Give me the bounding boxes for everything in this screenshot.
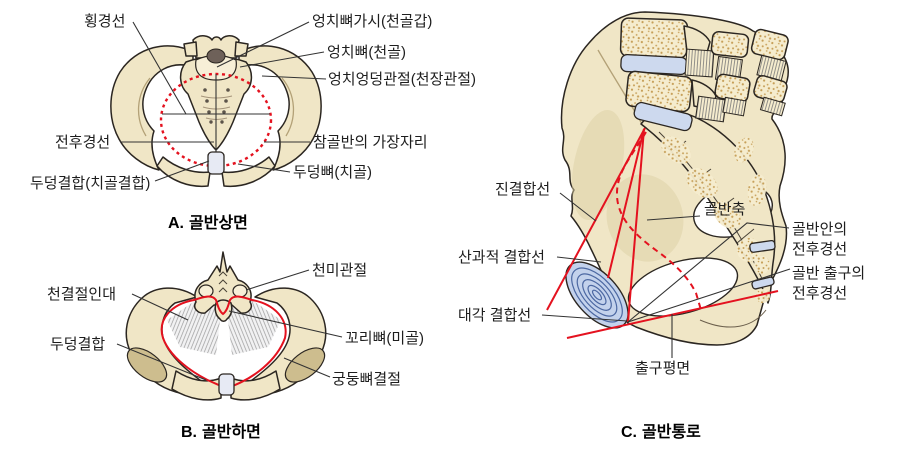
right-ischial-tuberosity: [284, 347, 326, 383]
label-pubic-symphysis-b: 두덩결합: [50, 336, 106, 353]
label-sacroiliac-joint: 엉치엉덩관절(천장관절): [328, 71, 476, 88]
intervertebral-disc-1: [620, 53, 688, 76]
pubic-symphysis-block-b: [218, 373, 235, 396]
label-ap-inside-line2: 전후경선: [792, 240, 848, 258]
label-ischial-tuberosity: 궁둥뼈결절: [332, 371, 402, 388]
label-coccyx: 꼬리뼈(미골): [345, 330, 424, 347]
label-outlet-plane: 출구평면: [635, 360, 691, 377]
caption-panel-b: B.골반하면: [181, 424, 261, 441]
sacrococcygeal-disc-1: [749, 239, 776, 253]
panel-b-drawing: [116, 251, 343, 401]
interspinous-ligament-1: [684, 48, 715, 78]
label-pubic-bone: 두덩뼈(치골): [293, 164, 372, 181]
label-ap-outlet-line2: 전후경선: [792, 284, 848, 302]
label-ap-outlet-line1: 골반 출구의: [792, 265, 866, 282]
label-pelvic-axis: 골반축: [704, 201, 746, 218]
label-true-pelvis-brim: 참골반의 가장자리: [313, 134, 428, 151]
panel-c-drawing: [541, 11, 791, 358]
lumbosacral-disc: [633, 101, 693, 132]
true-conjugate-line: [546, 127, 646, 311]
sacrococcygeal-disc-2: [751, 276, 775, 290]
label-ap-inside-line1: 골반안의: [792, 221, 848, 238]
label-pubic-symphysis-a: 두덩결합(치골결합): [30, 175, 151, 192]
label-sacrotuberous-ligament: 천결절인대: [47, 286, 117, 303]
panel-a-drawing: [110, 21, 327, 188]
diagonal-conjugate-line: [627, 128, 645, 323]
label-ap-line: 전후경선: [55, 134, 111, 151]
label-sacrococcygeal-joint: 천미관절: [312, 262, 368, 279]
left-iliac-wing: [110, 45, 194, 171]
label-true-conjugate: 진결합선: [495, 181, 551, 198]
lumbar-vertebra-1: [619, 17, 689, 59]
obstetric-conjugate-line: [607, 128, 645, 279]
right-iliac-wing: [238, 45, 322, 171]
label-obstetric-conjugate: 산과적 결합선: [458, 249, 545, 266]
label-sacrum: 엉치뼈(천골): [327, 44, 406, 61]
label-diagonal-conjugate: 대각 결합선: [458, 307, 532, 324]
caption-panel-a: A.골반상면: [168, 215, 248, 232]
label-ap-outlet: 골반 출구의 전후경선: [792, 264, 865, 303]
left-pubic-ramus: [156, 156, 211, 188]
left-ischial-tuberosity: [126, 347, 168, 383]
label-transverse-line: 횡경선: [84, 13, 126, 30]
panel-a-leaders: [120, 21, 327, 182]
spinal-canal: [206, 48, 226, 64]
label-ap-inside: 골반안의 전후경선: [792, 220, 847, 259]
sacral-foramina: [203, 88, 230, 124]
panel-b-leaders: [116, 269, 343, 381]
pelvic-outlet-outline: [160, 295, 287, 390]
label-sacral-promontory: 엉치뼈가시(천골갑): [312, 13, 433, 30]
panel-c-leaders: [541, 192, 791, 358]
right-pubic-ramus: [221, 156, 276, 188]
interspinous-ligament-2: [695, 95, 727, 123]
left-sacrotuberous-ligament: [167, 300, 222, 355]
pelvic-axis-curve: [615, 131, 702, 311]
pubic-symphysis-block-a: [207, 151, 225, 175]
caption-panel-c: C.골반통로: [621, 424, 701, 441]
l5-vertebra: [192, 35, 240, 59]
